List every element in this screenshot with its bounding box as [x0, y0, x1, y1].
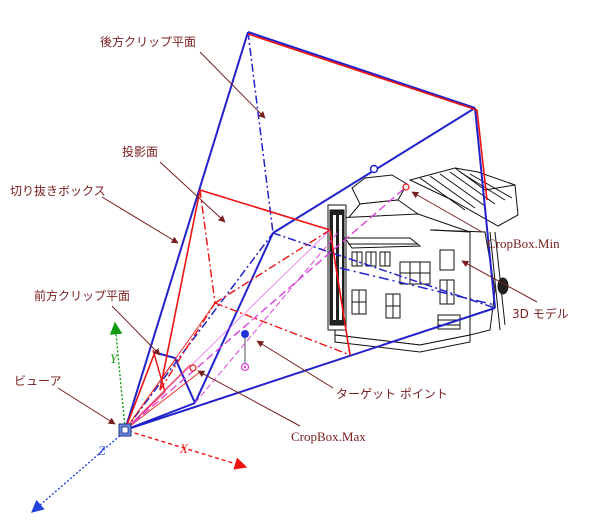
crop-box-frame [124, 33, 488, 431]
viewer-camera-icon [118, 423, 132, 437]
cropbox-min-marker [402, 183, 410, 191]
leader-front-clip-plane [111, 305, 161, 356]
y-axis-label: Y [110, 351, 119, 366]
leader-rear-clip-plane [199, 51, 266, 119]
z-axis-label: Z [98, 443, 106, 458]
leader-target-point [256, 340, 334, 389]
label-model-3d: 3D モデル [512, 306, 569, 321]
target-point-marker [240, 330, 250, 372]
top-marker [369, 164, 379, 174]
cropbox-max-marker [189, 364, 197, 372]
leader-model-3d [461, 260, 538, 303]
label-front-clip-plane: 前方クリップ平面 [34, 288, 130, 303]
label-crop-box: 切り抜きボックス [10, 184, 106, 198]
coordinate-axes: X Y Z [31, 321, 248, 513]
leader-crop-box [101, 196, 179, 244]
leader-cropbox-max [197, 370, 301, 427]
label-viewer: ビューア [14, 374, 62, 388]
leader-viewer [57, 387, 116, 425]
leader-cropbox-min [411, 191, 483, 233]
z-axis [31, 432, 124, 513]
x-axis-label: X [179, 441, 189, 456]
y-axis [109, 321, 126, 429]
label-projection-plane: 投影面 [122, 144, 158, 159]
label-cropbox-max: CropBox.Max [291, 429, 366, 444]
label-rear-clip-plane: 後方クリップ平面 [100, 34, 196, 49]
label-target-point: ターゲット ポイント [336, 387, 448, 401]
label-cropbox-min: CropBox.Min [487, 236, 560, 251]
leader-projection-plane [159, 161, 226, 223]
